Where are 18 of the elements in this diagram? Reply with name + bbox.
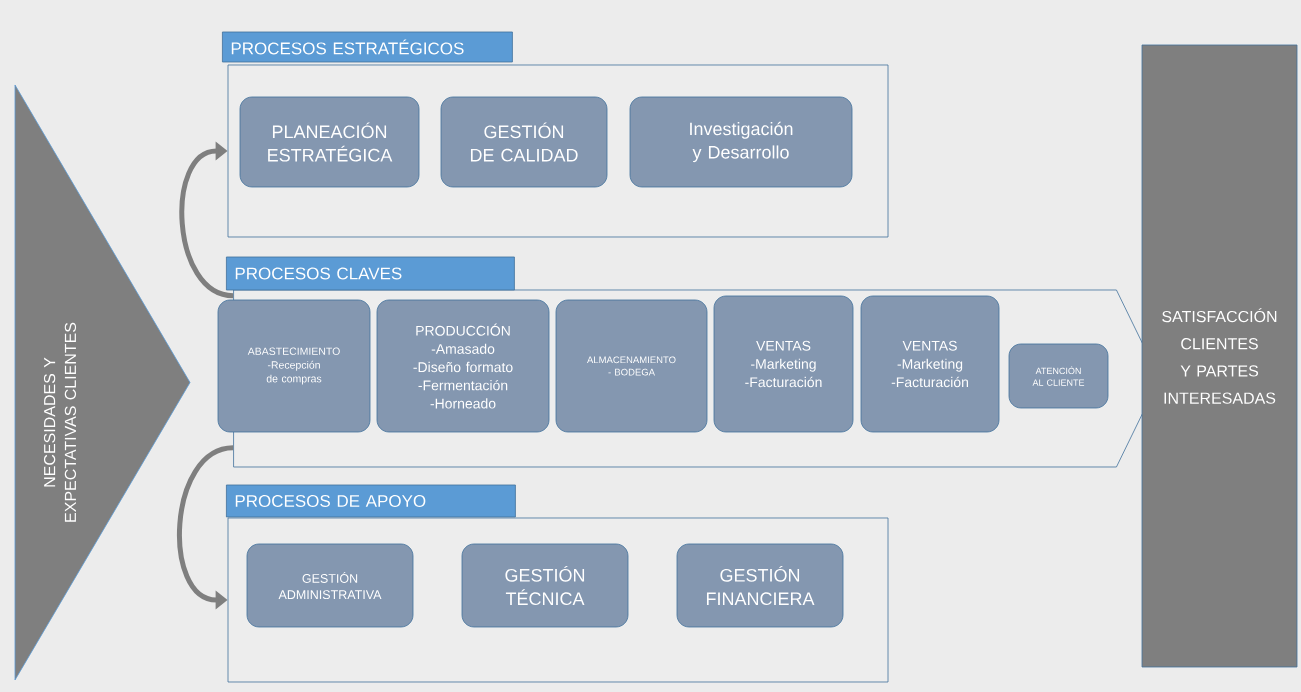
process-box: VENTAS -Marketing -Facturación [713, 295, 854, 433]
input-triangle: NECESIDADES Y EXPECTATIVAS CLIENTES [14, 84, 191, 681]
process-box: GESTIÓN DE CALIDAD [440, 96, 608, 188]
node-label: PROCESOS DE APOYO [235, 494, 426, 508]
process-box: ALMACENAMIENTO - BODEGA [555, 299, 708, 433]
process-box: PRODUCCIÓN -Amasado -Diseño formato -Fermentación -Horneado [376, 299, 550, 433]
process-box: PLANEACIÓN ESTRATÉGICA [239, 96, 420, 188]
output-box: SATISFACCIÓN CLIENTES Y PARTES INTERESADAS [1141, 44, 1298, 668]
curved-arrow [179, 141, 234, 299]
process-box: GESTIÓN TÉCNICA [461, 543, 629, 628]
node-label: PROCESOS CLAVES [235, 267, 402, 280]
process-box: ABASTECIMIENTO -Recepción de compras [217, 299, 371, 433]
process-box: ATENCIÓN AL CLIENTE [1008, 343, 1109, 409]
process-box: VENTAS -Marketing -Facturación [860, 295, 1000, 433]
node-label: PROCESOS ESTRATÉGICOS [231, 39, 464, 55]
process-box: GESTIÓN FINANCIERA [676, 543, 844, 628]
process-box: Investigación y Desarrollo [629, 96, 853, 188]
process-box: GESTIÓN ADMINISTRATIVA [246, 543, 414, 628]
